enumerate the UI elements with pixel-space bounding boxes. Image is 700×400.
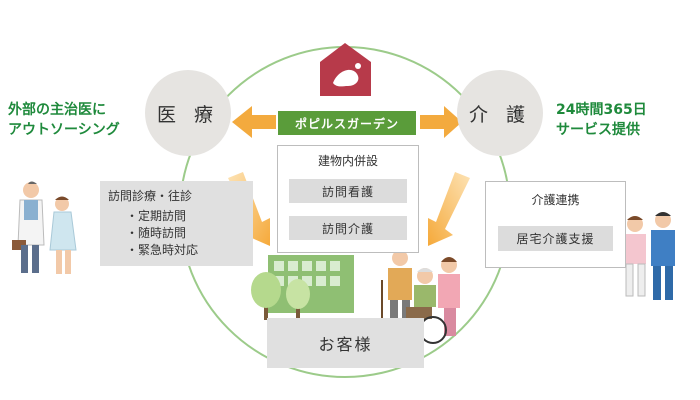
visiting-nursing-item: 訪問看護 (289, 179, 407, 203)
visiting-nursing-label: 訪問看護 (321, 184, 374, 199)
medical-service-item: ・随時訪問 (126, 226, 187, 240)
popilus-garden-bar: ポピルスガーデン (278, 111, 416, 135)
home-care-support-item: 居宅介護支援 (498, 226, 613, 251)
left-note: 外部の主治医に アウトソーシング (8, 100, 148, 140)
doctor-nurse-illustration (12, 181, 77, 274)
arrow-left-icon (232, 106, 276, 138)
right-note: 24時間365日 サービス提供 (556, 100, 696, 140)
care-coordination-title: 介護連携 (531, 193, 580, 207)
medical-service-item: ・定期訪問 (126, 209, 187, 223)
building-services-box: 建物内併設 訪問看護 訪問介護 (277, 145, 419, 253)
popilus-garden-label: ポピルスガーデン (294, 116, 399, 131)
arrow-down-icon (428, 172, 470, 246)
care-hub: 介 護 (457, 70, 543, 156)
building-icon (268, 255, 354, 313)
arrow-right-icon (420, 106, 462, 138)
visiting-care-label: 訪問介護 (321, 221, 374, 236)
medical-hub-label: 医 療 (156, 103, 220, 126)
medical-hub: 医 療 (145, 70, 231, 156)
right-note-line2: サービス提供 (556, 122, 640, 138)
elderly-wheelchair-illustration (381, 250, 460, 344)
left-note-line2: アウトソーシング (8, 122, 120, 138)
medical-services-box: 訪問診療・往診 ・定期訪問 ・随時訪問 ・緊急時対応 (100, 181, 253, 266)
medical-services-title: 訪問診療・往診 (108, 189, 193, 203)
left-note-line1: 外部の主治医に (8, 102, 106, 118)
customer-box: お客様 (267, 318, 424, 368)
customer-label: お客様 (318, 335, 373, 354)
home-care-support-label: 居宅介護支援 (516, 232, 595, 246)
care-hub-label: 介 護 (468, 103, 532, 126)
visiting-care-item: 訪問介護 (289, 216, 407, 240)
care-coordination-box: 介護連携 居宅介護支援 (485, 181, 626, 268)
right-note-line1: 24時間365日 (556, 102, 647, 118)
caregiver-illustration (624, 212, 675, 300)
house-logo-icon (320, 43, 371, 96)
building-services-title: 建物内併設 (317, 154, 378, 168)
medical-service-item: ・緊急時対応 (126, 243, 199, 257)
tree-icon (251, 272, 310, 320)
